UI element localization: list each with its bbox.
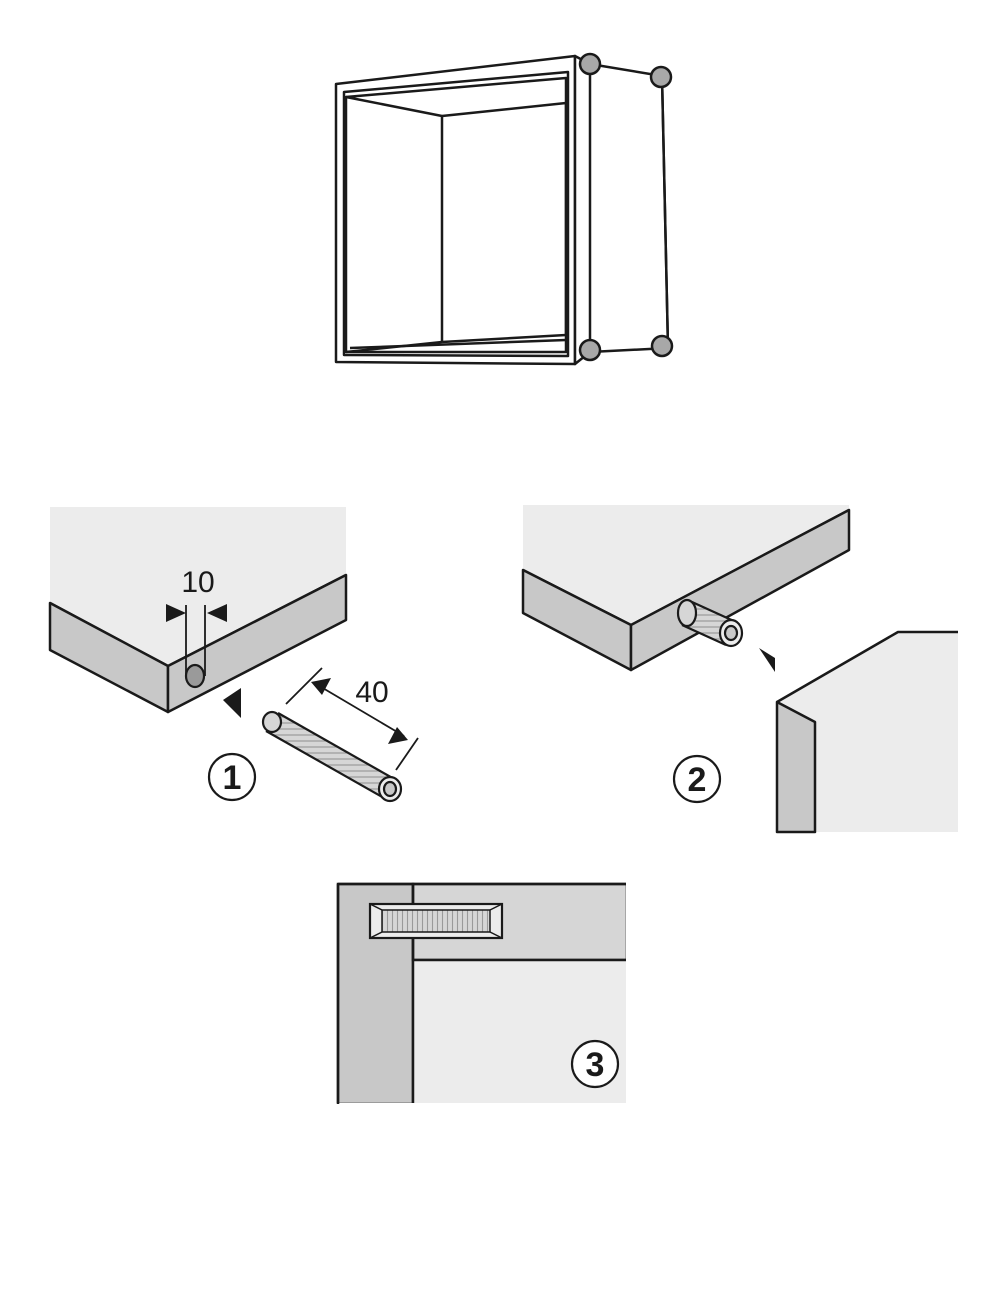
step1-badge: 1 xyxy=(207,752,257,802)
step3-number: 3 xyxy=(586,1046,605,1084)
dowel-dot xyxy=(649,65,673,89)
dimension-label-40: 40 xyxy=(355,676,388,709)
dowel-step1 xyxy=(261,710,403,803)
step3-badge: 3 xyxy=(570,1039,620,1089)
cabinet-overview xyxy=(334,52,674,366)
dowel-hole xyxy=(184,663,206,689)
dimension-10: 10 xyxy=(166,566,227,676)
dowel-step3 xyxy=(368,902,504,940)
dimension-40: 40 xyxy=(285,667,419,771)
cabinet-front-inner xyxy=(342,70,570,358)
step1-panel xyxy=(48,507,348,714)
step2-number: 2 xyxy=(688,761,707,799)
cabinet-interior xyxy=(344,76,568,354)
step3-joint xyxy=(336,882,629,1106)
step2-panel-horizontal xyxy=(521,505,851,672)
dowel-dot xyxy=(650,334,674,358)
dimension-label-10: 10 xyxy=(181,566,214,599)
dowel-dot xyxy=(578,338,602,362)
dowel-dot xyxy=(578,52,602,76)
step1-number: 1 xyxy=(223,759,242,797)
insert-arrow xyxy=(759,648,775,672)
dowel-step2 xyxy=(676,598,744,648)
step2-badge: 2 xyxy=(672,754,722,804)
step2-panel-vertical xyxy=(775,630,958,834)
insert-arrow xyxy=(223,688,241,718)
